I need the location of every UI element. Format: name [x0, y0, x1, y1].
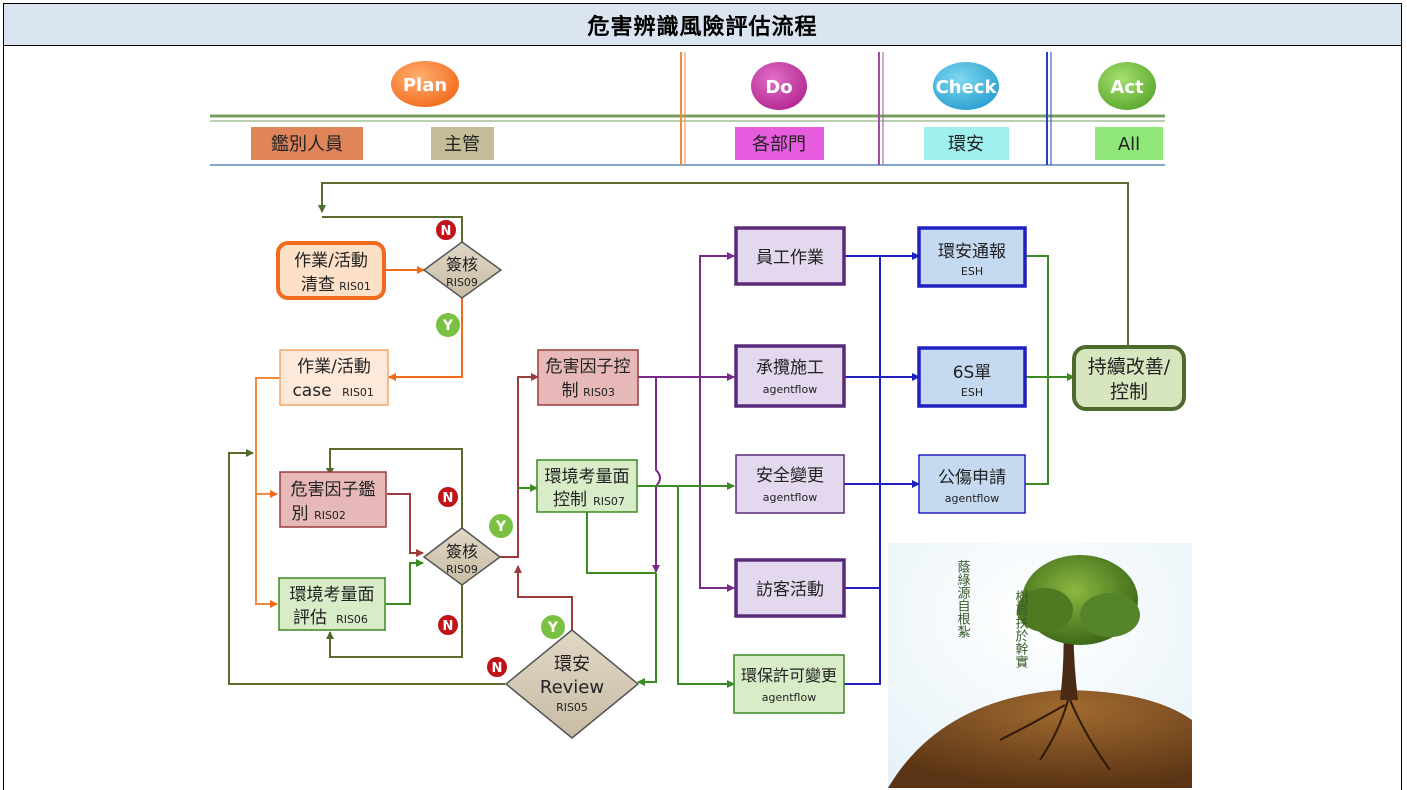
svg-text:危害因子鑑: 危害因子鑑: [291, 480, 376, 500]
svg-text:ESH: ESH: [961, 386, 983, 399]
svg-text:Y: Y: [442, 318, 454, 334]
role-identifier: 鑑別人員: [251, 127, 363, 160]
tree-illustration: 蔭綠源自根紮 樹高扶於幹實: [888, 543, 1192, 788]
tree-poem-col2: 樹高扶於幹實: [1013, 590, 1029, 668]
svg-text:作業/活動: 作業/活動: [297, 357, 371, 377]
page-title: 危害辨識風險評估流程: [3, 3, 1402, 46]
role-supervisor: 主管: [431, 127, 494, 160]
node-hazard-control[interactable]: 危害因子控 制 RIS03: [537, 349, 639, 406]
node-hazard-identify[interactable]: 危害因子鑑 別 RIS02: [279, 471, 387, 528]
svg-text:6S單: 6S單: [953, 363, 992, 383]
svg-text:All: All: [1118, 134, 1140, 155]
node-sign-2[interactable]: 簽核 RIS09: [422, 527, 502, 586]
svg-text:制: 制: [562, 381, 579, 401]
svg-text:環境考量面: 環境考量面: [545, 467, 630, 487]
svg-text:安全變更: 安全變更: [756, 466, 824, 486]
svg-text:鑑別人員: 鑑別人員: [271, 134, 343, 155]
svg-text:RIS09: RIS09: [446, 276, 478, 289]
node-env-control[interactable]: 環境考量面 控制 RIS07: [536, 459, 638, 513]
svg-text:環安通報: 環安通報: [938, 242, 1006, 262]
badge-no-2: N: [436, 485, 460, 509]
node-sign-1[interactable]: 簽核 RIS09: [422, 241, 503, 299]
svg-text:危害因子控: 危害因子控: [546, 357, 631, 377]
svg-text:RIS07: RIS07: [593, 495, 625, 508]
svg-text:公傷申請: 公傷申請: [938, 468, 1006, 488]
svg-text:agentflow: agentflow: [763, 383, 817, 396]
svg-text:RIS05: RIS05: [556, 701, 588, 714]
svg-text:Act: Act: [1110, 77, 1144, 98]
role-all: All: [1095, 127, 1163, 160]
svg-text:環安: 環安: [948, 134, 984, 155]
svg-text:RIS03: RIS03: [583, 386, 615, 399]
svg-text:RIS02: RIS02: [314, 509, 346, 522]
pdca-header: [210, 52, 1165, 166]
badge-yes-3: Y: [541, 615, 565, 639]
tree-poem-col1: 蔭綠源自根紮: [955, 560, 971, 638]
node-contractor[interactable]: 承攬施工 agentflow: [734, 344, 846, 408]
badge-yes-1: Y: [436, 313, 460, 337]
node-activity-case[interactable]: 作業/活動 case RIS01: [279, 349, 389, 406]
svg-text:case: case: [292, 381, 331, 401]
phase-check: Check: [933, 62, 999, 110]
svg-text:Review: Review: [540, 677, 604, 698]
svg-text:RIS01: RIS01: [339, 280, 371, 293]
node-injury-apply[interactable]: 公傷申請 agentflow: [918, 454, 1026, 514]
svg-text:別: 別: [292, 504, 309, 524]
svg-text:員工作業: 員工作業: [756, 248, 824, 268]
svg-text:作業/活動: 作業/活動: [294, 251, 368, 271]
node-activity-check[interactable]: 作業/活動 清查 RIS01: [276, 241, 386, 300]
svg-text:RIS06: RIS06: [336, 613, 368, 626]
svg-text:清查: 清查: [301, 275, 335, 295]
svg-text:agentflow: agentflow: [763, 491, 817, 504]
badge-no-1: N: [434, 218, 458, 242]
node-env-evaluate[interactable]: 環境考量面 評估 RIS06: [278, 577, 386, 631]
svg-text:各部門: 各部門: [752, 134, 806, 155]
badge-no-3: N: [436, 613, 460, 637]
node-esh-notify[interactable]: 環安通報 ESH: [917, 226, 1027, 288]
connectors: [228, 182, 1129, 688]
svg-text:持續改善/: 持續改善/: [1088, 356, 1171, 378]
badge-yes-2: Y: [489, 514, 513, 538]
svg-text:N: N: [441, 224, 452, 239]
badge-no-4: N: [485, 655, 509, 679]
svg-text:環保許可變更: 環保許可變更: [741, 666, 837, 685]
node-employee-work[interactable]: 員工作業: [734, 226, 846, 286]
svg-text:Plan: Plan: [403, 75, 447, 96]
svg-text:訪客活動: 訪客活動: [756, 580, 824, 600]
node-esh-review[interactable]: 環安 Review RIS05: [504, 629, 640, 739]
svg-text:RIS09: RIS09: [446, 563, 478, 576]
svg-text:N: N: [492, 661, 503, 676]
svg-text:Do: Do: [765, 77, 792, 98]
node-visitor[interactable]: 訪客活動: [734, 558, 846, 618]
svg-text:簽核: 簽核: [446, 255, 478, 274]
svg-text:Check: Check: [936, 77, 998, 98]
svg-text:簽核: 簽核: [446, 542, 478, 561]
svg-text:評估: 評估: [293, 608, 327, 628]
svg-text:Y: Y: [495, 519, 507, 535]
phase-plan: Plan: [391, 61, 459, 107]
svg-text:環安: 環安: [554, 654, 590, 675]
svg-text:agentflow: agentflow: [762, 691, 816, 704]
svg-text:主管: 主管: [444, 134, 480, 155]
role-departments: 各部門: [735, 127, 824, 160]
svg-text:N: N: [443, 619, 454, 634]
svg-text:ESH: ESH: [961, 265, 983, 278]
role-esh: 環安: [924, 127, 1009, 160]
node-safety-change[interactable]: 安全變更 agentflow: [735, 454, 845, 514]
node-6s[interactable]: 6S單 ESH: [917, 346, 1027, 408]
node-env-permit[interactable]: 環保許可變更 agentflow: [733, 654, 845, 714]
svg-text:Y: Y: [547, 620, 559, 636]
node-continuous-improve[interactable]: 持續改善/ 控制: [1072, 345, 1186, 411]
svg-text:承攬施工: 承攬施工: [756, 358, 824, 378]
svg-text:RIS01: RIS01: [342, 386, 374, 399]
phase-do: Do: [751, 62, 807, 110]
svg-text:控制: 控制: [1110, 381, 1148, 403]
phase-act: Act: [1098, 62, 1156, 110]
svg-text:環境考量面: 環境考量面: [290, 585, 375, 605]
svg-text:控制: 控制: [553, 490, 587, 510]
svg-text:agentflow: agentflow: [945, 492, 999, 505]
svg-text:N: N: [443, 491, 454, 506]
